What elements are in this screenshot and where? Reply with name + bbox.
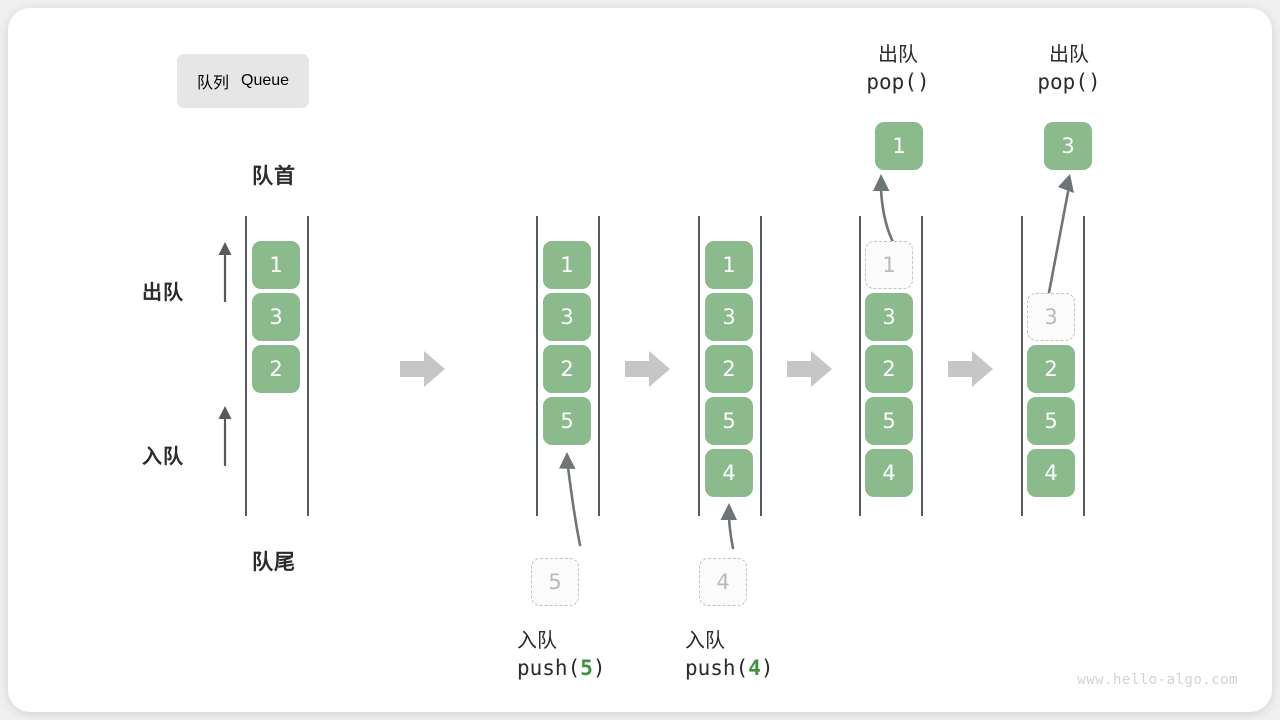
cell-c4-1: 3 [865,293,913,341]
flow-arrow-3-icon [787,351,832,387]
cell-c1-2: 2 [252,345,300,393]
cell-c2-2: 2 [543,345,591,393]
title-badge: 队列 Queue [177,54,310,108]
flow-arrow-4-icon [948,351,993,387]
cell-c1-1: 3 [252,293,300,341]
push-caption-c3: 入队 push(4) [623,626,823,684]
pop-caption-cn-c4: 出队 [878,42,918,66]
cell-c2-1: 3 [543,293,591,341]
flow-arrow-1-icon [400,351,445,387]
cell-c2-0: 1 [543,241,591,289]
cell-c3-4: 4 [705,449,753,497]
cell-c5-2: 2 [1027,345,1075,393]
cell-c5-3: 5 [1027,397,1075,445]
rail-left-c1 [245,216,247,516]
pop-caption-cn-c5: 出队 [1049,42,1089,66]
push-code-suffix-c2: ) [592,656,606,681]
dequeue-direction-label: 出队 [142,280,184,304]
rail-right-c1 [307,216,309,516]
push-code-prefix-c2: push( [517,656,581,681]
cell-c3-3: 5 [705,397,753,445]
title-chinese: 队列 [197,75,230,92]
pop-caption-code-c5: pop() [1037,70,1101,95]
dequeue-arrow-icon [218,242,232,302]
cell-c4-0: 1 [865,241,913,289]
pop-caption-c5: 出队 pop() [979,40,1159,98]
enqueue-arrow-icon [218,406,232,466]
rail-left-c4 [859,216,861,516]
rail-right-c5 [1083,216,1085,516]
cell-c2-3: 5 [543,397,591,445]
pop-arrow-c4-icon [873,174,897,248]
enqueue-direction-label: 入队 [142,444,184,468]
rail-right-c2 [598,216,600,516]
cell-c1-0: 1 [252,241,300,289]
push-code-value-c3: 4 [748,656,761,681]
rail-left-c2 [536,216,538,516]
flow-arrow-2-icon [625,351,670,387]
push-arrow-c3-icon [720,503,737,550]
cell-c4-3: 5 [865,397,913,445]
push-caption-c2: 入队 push(5) [455,626,655,684]
cell-c3-1: 3 [705,293,753,341]
cell-c3-2: 2 [705,345,753,393]
rail-right-c4 [921,216,923,516]
push-ghost-c2: 5 [531,558,579,606]
cell-c4-4: 4 [865,449,913,497]
push-arrow-c2-icon [559,452,582,547]
pop-arrow-c5-icon [1046,174,1074,300]
pop-caption-c4: 出队 pop() [808,40,988,98]
queue-tail-label: 队尾 [252,550,296,574]
pop-caption-code-c4: pop() [866,70,930,95]
title-english: Queue [241,72,290,89]
rail-left-c5 [1021,216,1023,516]
rail-left-c3 [698,216,700,516]
popped-value-c4: 1 [875,122,923,170]
cell-c4-2: 2 [865,345,913,393]
cell-c5-1: 3 [1027,293,1075,341]
push-code-suffix-c3: ) [760,656,774,681]
diagram-card: 队列 Queue 队首 队尾 1 3 2 出队 入队 1 3 2 5 [8,8,1272,712]
watermark: www.hello-algo.com [1077,672,1238,688]
push-caption-code-c3: push(4) [623,654,823,684]
push-code-value-c2: 5 [580,656,593,681]
cell-c3-0: 1 [705,241,753,289]
push-ghost-c3: 4 [699,558,747,606]
cell-c5-4: 4 [1027,449,1075,497]
popped-value-c5: 3 [1044,122,1092,170]
rail-right-c3 [760,216,762,516]
cell-c5-0 [1027,241,1075,289]
push-caption-cn-c3: 入队 [685,628,725,652]
push-code-prefix-c3: push( [685,656,749,681]
queue-head-label: 队首 [252,164,296,188]
push-caption-code-c2: push(5) [455,654,655,684]
push-caption-cn-c2: 入队 [517,628,557,652]
